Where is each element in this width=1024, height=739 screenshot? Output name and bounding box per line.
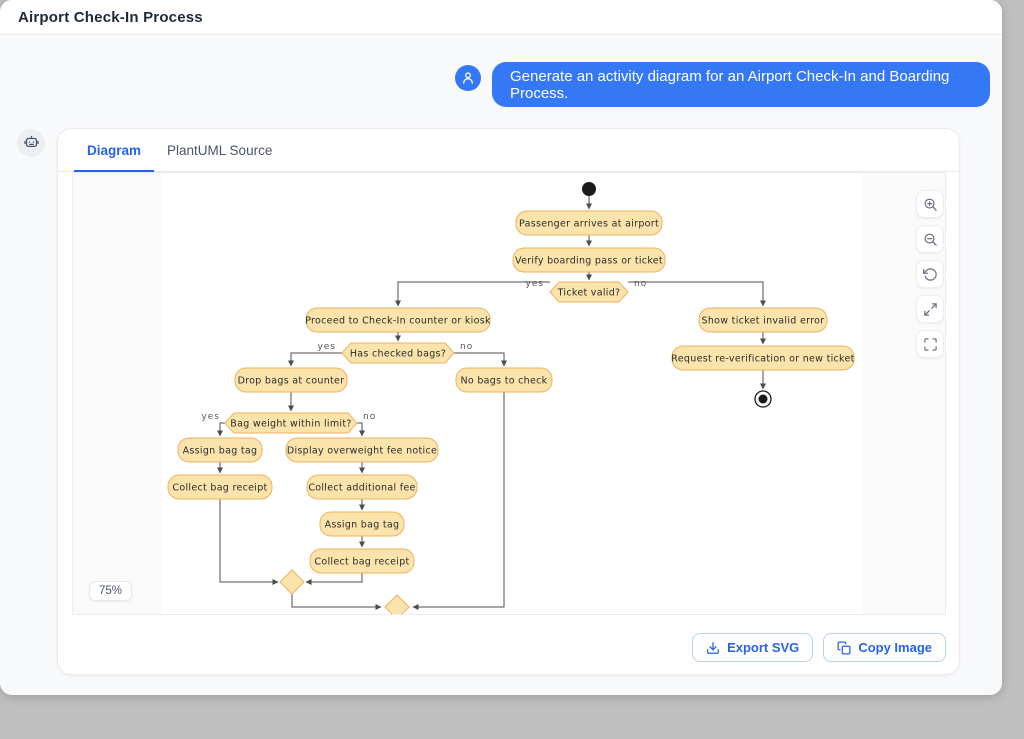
zoom-in-button[interactable] — [916, 190, 944, 218]
svg-text:Show ticket invalid error: Show ticket invalid error — [702, 316, 825, 327]
svg-text:Drop bags at counter: Drop bags at counter — [238, 376, 345, 387]
svg-text:Collect additional fee: Collect additional fee — [308, 483, 415, 494]
robot-icon — [23, 135, 40, 152]
svg-text:No bags to check: No bags to check — [461, 376, 548, 387]
tab-diagram[interactable]: Diagram — [74, 129, 155, 172]
expand-button[interactable] — [916, 295, 944, 323]
copy-icon — [837, 641, 851, 655]
user-avatar — [455, 65, 481, 91]
svg-text:Assign bag tag: Assign bag tag — [325, 520, 400, 531]
reset-view-icon — [922, 267, 938, 282]
app-surface: Airport Check-In Process Generate an act… — [0, 0, 1002, 695]
app-header: Airport Check-In Process — [0, 0, 1002, 35]
tab-plantuml-source-label: PlantUML Source — [167, 142, 273, 158]
diagram-viewport[interactable]: yes no yes no yes no Passenger arrives at airp… — [72, 172, 946, 615]
zoom-in-icon — [923, 197, 938, 212]
copy-image-button[interactable]: Copy Image — [823, 633, 946, 662]
svg-text:yes: yes — [201, 412, 220, 422]
export-svg-label: Export SVG — [727, 640, 800, 655]
svg-text:no: no — [460, 342, 473, 352]
svg-text:Display overweight fee notice: Display overweight fee notice — [287, 446, 437, 457]
tab-diagram-label: Diagram — [87, 142, 142, 158]
svg-text:Ticket valid?: Ticket valid? — [557, 288, 621, 299]
svg-text:Collect bag receipt: Collect bag receipt — [314, 557, 409, 568]
svg-text:no: no — [363, 412, 376, 422]
reset-view-button[interactable] — [916, 260, 944, 288]
zoom-out-icon — [923, 232, 938, 247]
expand-icon — [923, 302, 938, 317]
zoom-controls — [916, 190, 944, 358]
svg-text:Passenger arrives at airport: Passenger arrives at airport — [519, 219, 659, 230]
page-title: Airport Check-In Process — [18, 8, 203, 26]
card-footer: Export SVG Copy Image — [692, 633, 946, 662]
fit-screen-icon — [923, 337, 938, 352]
svg-text:Assign bag tag: Assign bag tag — [183, 446, 258, 457]
tab-plantuml-source[interactable]: PlantUML Source — [154, 129, 285, 171]
person-icon — [460, 70, 476, 86]
zoom-out-button[interactable] — [916, 225, 944, 253]
svg-text:yes: yes — [317, 342, 336, 352]
zoom-level-badge: 75% — [89, 581, 133, 601]
svg-text:Request re-verification or new: Request re-verification or new ticket — [671, 354, 854, 365]
copy-image-label: Copy Image — [858, 640, 932, 655]
export-svg-button[interactable]: Export SVG — [692, 633, 814, 662]
bot-avatar — [17, 129, 45, 157]
download-icon — [706, 641, 720, 655]
svg-text:Verify boarding pass or ticket: Verify boarding pass or ticket — [515, 256, 663, 267]
svg-text:no: no — [634, 279, 647, 289]
svg-text:Has checked bags?: Has checked bags? — [350, 349, 446, 360]
tab-bar: Diagram PlantUML Source — [58, 129, 959, 172]
svg-text:Bag weight within limit?: Bag weight within limit? — [230, 419, 351, 430]
user-message-bubble: Generate an activity diagram for an Airp… — [492, 62, 990, 107]
svg-text:Collect bag receipt: Collect bag receipt — [172, 483, 267, 494]
svg-text:yes: yes — [525, 279, 544, 289]
activity-diagram: yes no yes no yes no Passenger arrives at airp… — [162, 173, 862, 614]
fit-screen-button[interactable] — [916, 330, 944, 358]
svg-text:Proceed to Check-In counter or: Proceed to Check-In counter or kiosk — [305, 316, 491, 327]
